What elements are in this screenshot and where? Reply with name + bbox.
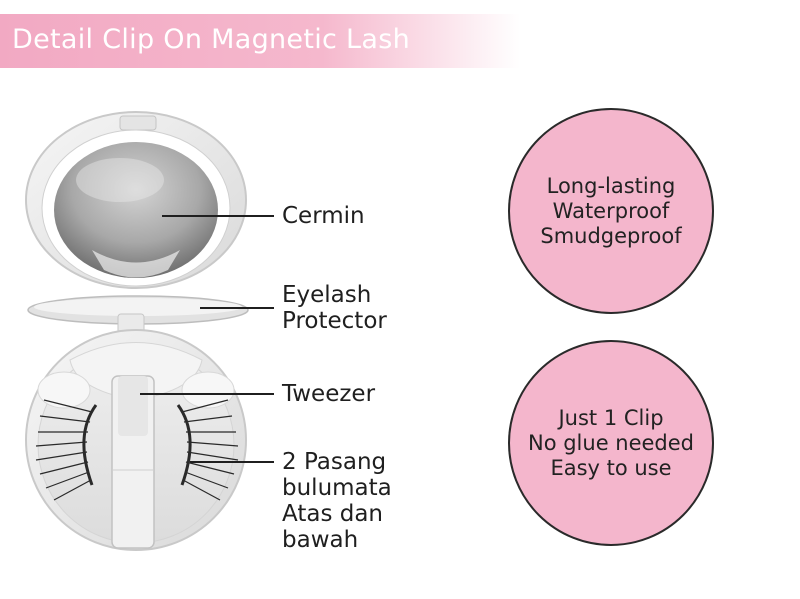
feature-badge-durability: Long-lasting Waterproof Smudgeproof [508,108,714,314]
tweezer-leader [140,393,274,395]
product-illustration [25,111,249,551]
mirror [54,142,218,278]
eyelash-protector [27,295,249,341]
page-title: Detail Clip On Magnetic Lash [12,24,411,55]
protector-label: Eyelash Protector [282,282,387,334]
right-lash [176,399,239,501]
lashes-label: 2 Pasang bulumata Atas dan bawah [282,449,392,553]
protector-leader [200,307,274,309]
mirror-lid [25,111,247,289]
tweezer [111,375,155,549]
mirror-label: Cermin [282,203,365,229]
mirror-leader [162,215,274,217]
title-banner: Detail Clip On Magnetic Lash [0,14,520,68]
feature-badge-ease: Just 1 Clip No glue needed Easy to use [508,340,714,546]
tweezer-label: Tweezer [282,381,376,407]
lashes-leader [190,461,274,463]
left-lash [35,399,98,501]
